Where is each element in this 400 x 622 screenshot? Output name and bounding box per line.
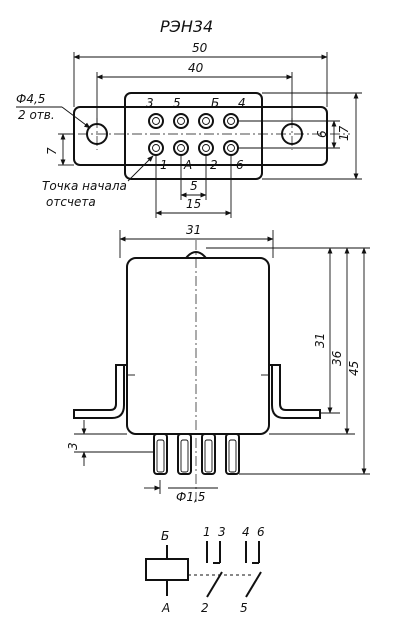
dim-offset-7: 7 xyxy=(45,147,59,155)
dim-pin-pitch-x: 5 xyxy=(190,179,198,193)
dim-pin-length: 3 xyxy=(66,442,80,450)
contact-terminal: 3 xyxy=(218,525,226,539)
coil-symbol xyxy=(145,558,189,581)
bracket-left xyxy=(73,364,127,419)
pin-5 xyxy=(173,113,189,129)
contact-terminal: 1 xyxy=(203,525,211,539)
contact-terminal: 2 xyxy=(201,601,209,615)
contact-terminal: 5 xyxy=(240,601,248,615)
contact-terminal: 4 xyxy=(242,525,250,539)
dim-hole-spacing: 40 xyxy=(188,61,204,75)
drawing-title: РЭН34 xyxy=(160,17,213,36)
pin-label: 6 xyxy=(236,158,244,172)
schematic: Б А 1 3 2 4 6 5 xyxy=(145,525,265,615)
relay-body-side xyxy=(126,257,270,435)
pin-a xyxy=(173,140,189,156)
top-view: 3 5 Б 4 1 А 2 6 50 40 17 6 7 Ф4,5 xyxy=(16,41,362,218)
relay-body-top xyxy=(124,92,263,180)
dim-height-36: 36 xyxy=(330,350,344,366)
pin-label: 5 xyxy=(173,96,181,110)
pin-6 xyxy=(223,140,239,156)
pin-label: 2 xyxy=(210,158,218,172)
side-view: 31 31 36 45 3 Ф1,5 xyxy=(66,223,370,505)
dim-height-17: 17 xyxy=(337,125,351,141)
pin-label: А xyxy=(183,158,192,172)
pin-grid xyxy=(148,113,239,156)
dim-pin-span-x: 15 xyxy=(186,197,201,211)
dim-pin-pitch-y: 6 xyxy=(315,130,329,138)
coil-terminal-top: Б xyxy=(161,529,169,543)
pin-b xyxy=(198,113,214,129)
dim-pin-diameter: Ф1,5 xyxy=(176,490,205,504)
origin-note-line-2: отсчета xyxy=(46,195,96,209)
pin-label: 3 xyxy=(146,96,154,110)
pin-label: 1 xyxy=(160,158,168,172)
bracket-right xyxy=(269,364,321,419)
dim-height-45: 45 xyxy=(347,361,361,376)
contact-terminal: 6 xyxy=(257,525,265,539)
dim-body-height-31: 31 xyxy=(313,333,327,348)
body-dome xyxy=(185,251,207,259)
mounting-flange xyxy=(73,106,328,166)
coil-terminal-bottom: А xyxy=(161,601,170,615)
pin-leads xyxy=(153,433,240,475)
pin-1 xyxy=(148,140,164,156)
pin-2 xyxy=(198,140,214,156)
pin-label: 4 xyxy=(238,96,246,110)
pin-3 xyxy=(148,113,164,129)
dim-side-width: 31 xyxy=(186,223,201,237)
hole-diameter-note: Ф4,5 xyxy=(16,92,45,106)
contact-blade-1 xyxy=(206,571,223,598)
dim-overall-width: 50 xyxy=(192,41,208,55)
origin-note-line-1: Точка начала xyxy=(42,179,127,193)
contact-blade-2 xyxy=(245,571,262,598)
pin-4 xyxy=(223,113,239,129)
pin-label: Б xyxy=(211,96,219,110)
hole-count-note: 2 отв. xyxy=(18,108,55,122)
